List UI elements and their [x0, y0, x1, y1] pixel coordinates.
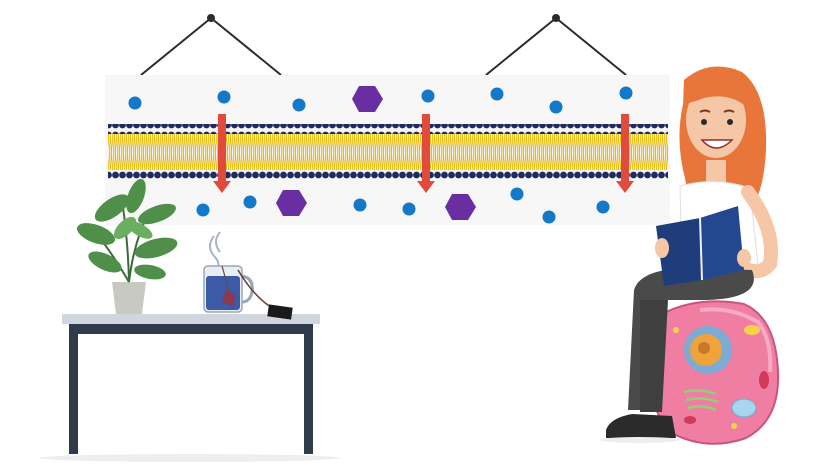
small-molecules — [128, 86, 633, 224]
phospholipid-bilayer — [108, 124, 668, 180]
table-icon — [40, 314, 340, 462]
woman-reading-icon — [600, 66, 778, 443]
large-molecules — [276, 86, 476, 220]
arrow-3 — [616, 114, 634, 193]
animal-cell-icon — [650, 300, 780, 445]
book-icon — [656, 206, 744, 286]
plant-icon — [76, 178, 178, 314]
tea-cup-icon — [203, 231, 293, 320]
poster-hanger — [140, 14, 627, 76]
diffusion-arrows — [213, 114, 634, 193]
arrow-2 — [417, 114, 435, 193]
arrow-1 — [213, 114, 231, 193]
